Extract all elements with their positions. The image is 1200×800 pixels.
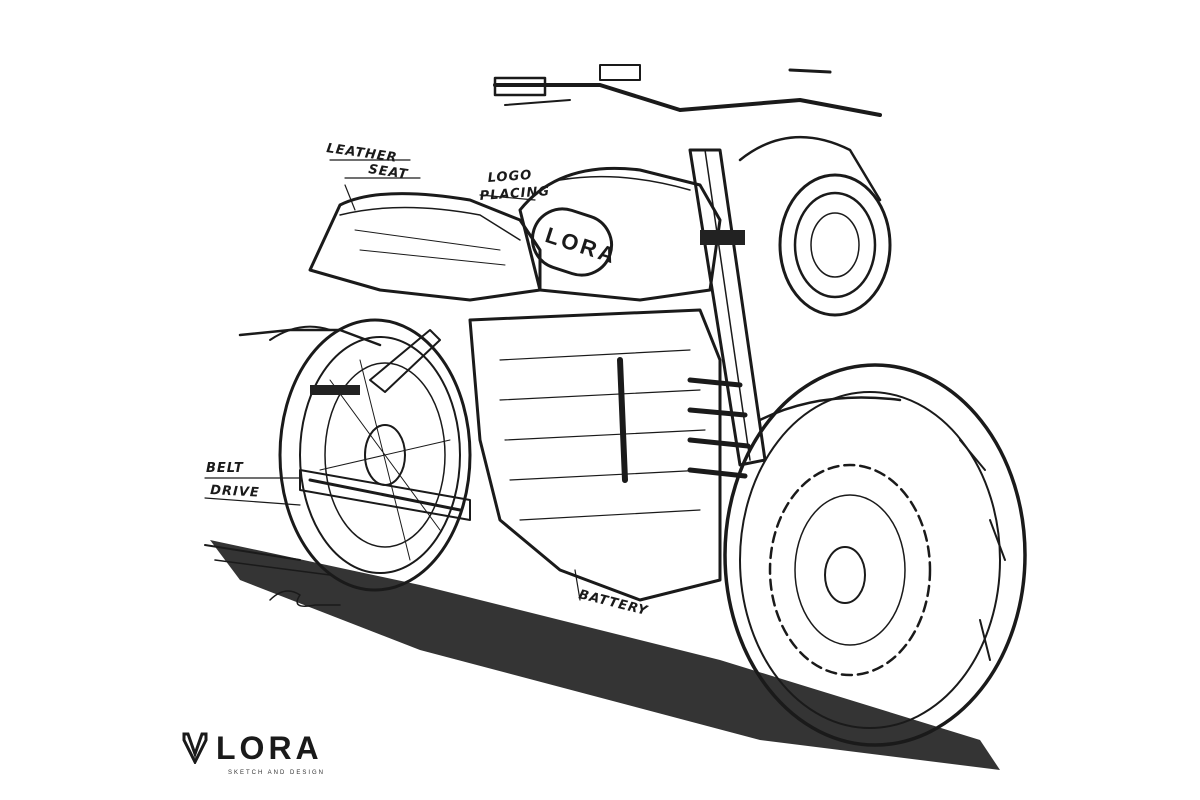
annotation-logo: LOGO bbox=[487, 168, 533, 186]
front-fork bbox=[688, 148, 767, 467]
battery-pack bbox=[468, 308, 751, 602]
brand-logo: LORA SKETCH AND DESIGN bbox=[182, 730, 323, 776]
ground-shadow bbox=[204, 540, 1000, 770]
annotation-placing-line2: PLACING bbox=[479, 184, 550, 204]
annotation-belt: BELT bbox=[206, 461, 244, 476]
annotation-battery-text: BATTERY bbox=[577, 587, 650, 619]
annotation-leather-line1: LEATHER bbox=[325, 141, 398, 166]
tank-logo-text: LORA bbox=[542, 222, 620, 269]
belt-drive bbox=[299, 469, 471, 521]
shield-v-icon bbox=[182, 732, 208, 764]
annotation-seat-line2: SEAT bbox=[367, 162, 409, 182]
brand-tagline: SKETCH AND DESIGN bbox=[228, 770, 326, 776]
brand-wordmark: LORA bbox=[216, 730, 323, 766]
handlebars bbox=[493, 64, 882, 117]
annotation-leather-seat: LEATHER bbox=[325, 141, 398, 166]
fuel-tank bbox=[518, 166, 722, 302]
annotation-drive-line2: DRIVE bbox=[210, 483, 260, 501]
leather-seat bbox=[308, 192, 542, 302]
annotation-drive: DRIVE bbox=[210, 483, 260, 501]
annotation-logo-line1: LOGO bbox=[487, 168, 533, 186]
headlight bbox=[738, 135, 892, 317]
annotation-leaders bbox=[204, 159, 581, 601]
annotation-battery: BATTERY bbox=[577, 587, 650, 619]
annotation-seat: SEAT bbox=[367, 162, 409, 182]
rear-wheel bbox=[278, 318, 472, 592]
annotation-belt-line1: BELT bbox=[206, 461, 244, 476]
annotation-placing: PLACING bbox=[479, 184, 550, 204]
rear-suspension bbox=[238, 325, 441, 395]
front-wheel bbox=[723, 363, 1027, 747]
artist-signature bbox=[269, 590, 341, 607]
